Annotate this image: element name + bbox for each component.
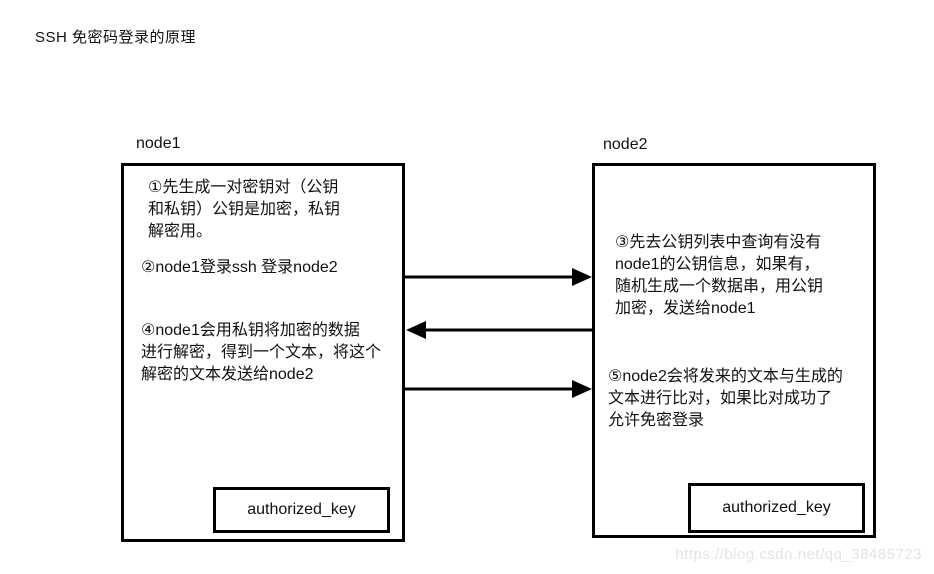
node2-step5-text: ⑤node2会将发来的文本与生成的 文本进行比对，如果比对成功了 允许免密登录: [608, 366, 843, 432]
text-line: 进行解密，得到一个文本，将这个: [141, 344, 382, 361]
node1-box: ①先生成一对密钥对（公钥 和私钥）公钥是加密，私钥 解密用。 ②node1登录s…: [121, 163, 405, 542]
arrow-node1-to-node2-bottom: [405, 380, 592, 398]
text-line: ③先去公钥列表中查询有没有: [615, 234, 822, 251]
text-line: 加密，发送给node1: [615, 300, 756, 317]
node1-authorized-key-box: authorized_key: [213, 487, 390, 533]
node1-step1-text: ①先生成一对密钥对（公钥 和私钥）公钥是加密，私钥 解密用。: [148, 177, 340, 243]
authorized-key-label: authorized_key: [247, 501, 356, 518]
text-line: 和私钥）公钥是加密，私钥: [148, 201, 341, 218]
text-line: ④node1会用私钥将加密的数据: [141, 322, 360, 339]
node1-step4-text: ④node1会用私钥将加密的数据 进行解密，得到一个文本，将这个 解密的文本发送…: [141, 320, 381, 386]
text-line: 解密用。: [148, 223, 213, 240]
page-title: SSH 免密码登录的原理: [35, 29, 197, 46]
arrow-node2-to-node1-middle: [406, 321, 594, 339]
text-line: 允许免密登录: [608, 412, 705, 429]
text-line: node1的公钥信息，如果有，: [615, 256, 820, 273]
watermark-url: https://blog.csdn.net/qq_38485723: [675, 546, 922, 563]
text-line: ①先生成一对密钥对（公钥: [148, 179, 339, 196]
node2-step3-text: ③先去公钥列表中查询有没有 node1的公钥信息，如果有， 随机生成一个数据串，…: [615, 232, 823, 320]
text-line: ②node1登录ssh 登录node2: [141, 259, 338, 276]
arrow-node1-to-node2-top: [405, 268, 592, 286]
text-line: 随机生成一个数据串，用公钥: [615, 278, 824, 295]
node2-label: node2: [603, 136, 648, 153]
text-line: 文本进行比对，如果比对成功了: [608, 390, 833, 407]
text-line: 解密的文本发送给node2: [141, 366, 314, 383]
node2-authorized-key-box: authorized_key: [688, 483, 865, 533]
node1-label: node1: [136, 135, 181, 152]
node2-box: ③先去公钥列表中查询有没有 node1的公钥信息，如果有， 随机生成一个数据串，…: [592, 163, 876, 538]
text-line: ⑤node2会将发来的文本与生成的: [608, 368, 843, 385]
node1-step2-text: ②node1登录ssh 登录node2: [141, 257, 338, 279]
authorized-key-label: authorized_key: [722, 499, 831, 516]
